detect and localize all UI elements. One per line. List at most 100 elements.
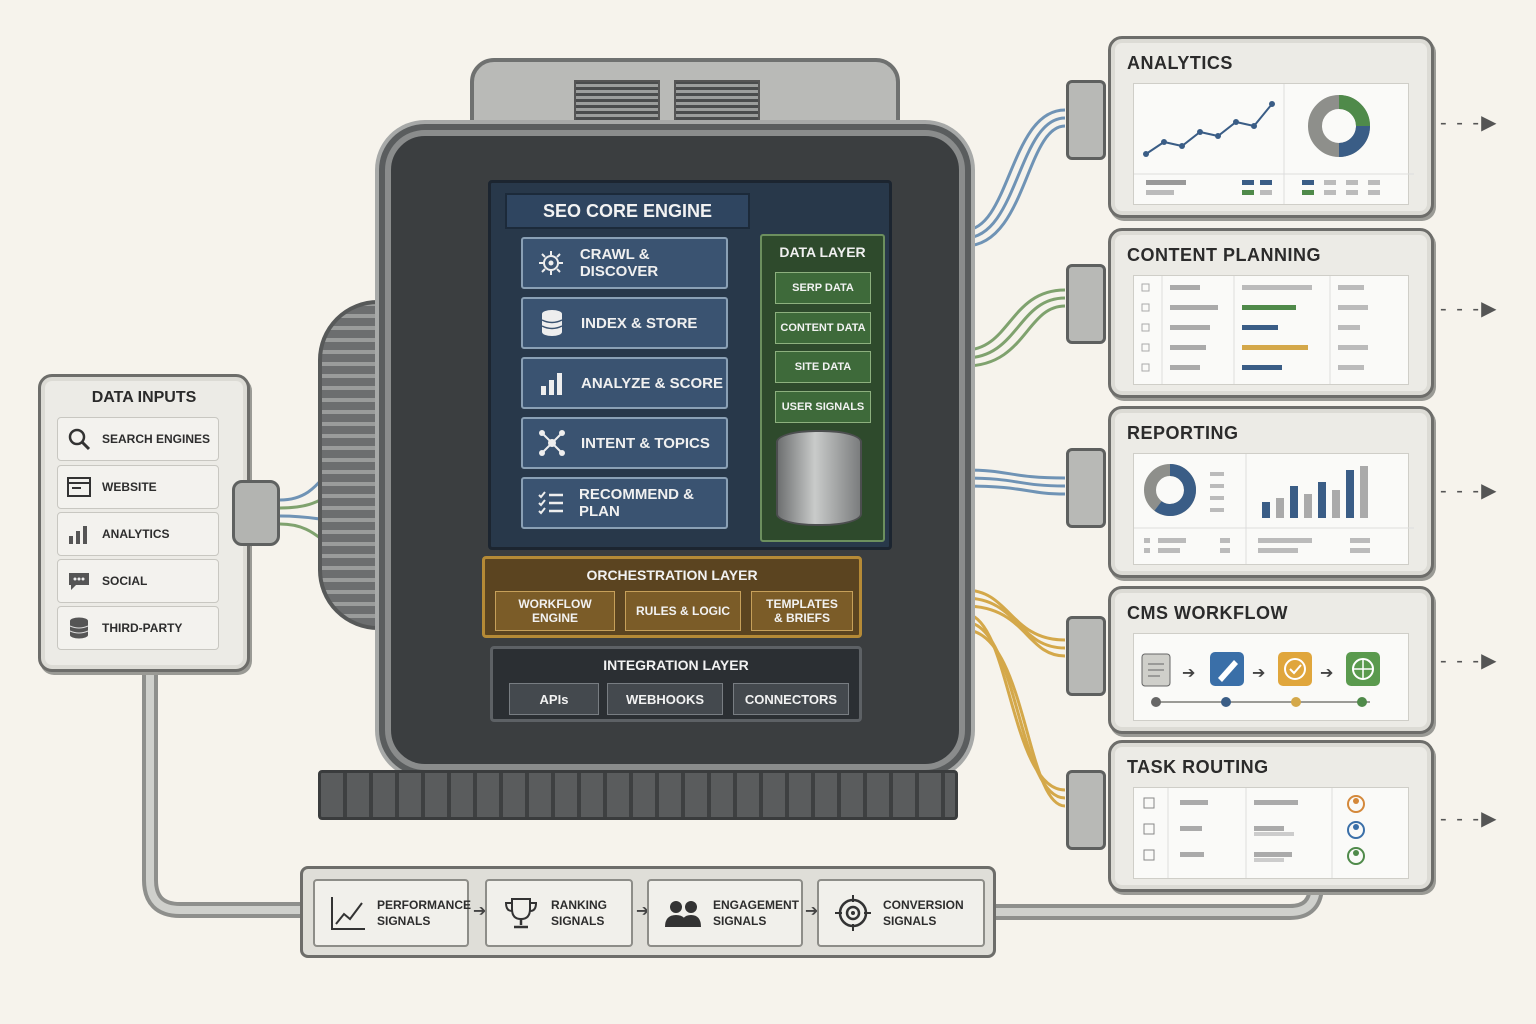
cms-workflow-connector — [1066, 616, 1106, 696]
card-title: CONTENT PLANNING — [1127, 245, 1321, 265]
bar-chart-icon — [66, 521, 92, 547]
step-crawl-discover[interactable]: CRAWL & DISCOVER — [521, 237, 728, 289]
card-title: TASK ROUTING — [1127, 757, 1269, 777]
webhooks-button[interactable]: WEBHOOKS — [607, 683, 723, 715]
svg-text:➔: ➔ — [1182, 665, 1195, 682]
input-label: ANALYTICS — [102, 527, 170, 541]
database-icon — [66, 615, 92, 641]
content-planning-table — [1133, 275, 1409, 385]
input-third-party[interactable]: THIRD-PARTY — [57, 606, 219, 650]
data-content[interactable]: CONTENT DATA — [775, 312, 871, 344]
network-nodes-icon — [537, 428, 567, 458]
cms-workflow-diagram: ➔ ➔ ➔ — [1133, 633, 1409, 721]
signal-label: ENGAGEMENT SIGNALS — [713, 898, 800, 928]
data-user-signals[interactable]: USER SIGNALS — [775, 391, 871, 423]
performance-signals[interactable]: PERFORMANCE SIGNALS — [313, 879, 472, 947]
content-planning-card[interactable]: CONTENT PLANNING — [1108, 228, 1434, 398]
data-site[interactable]: SITE DATA — [775, 351, 871, 383]
input-social[interactable]: SOCIAL — [57, 559, 219, 603]
connectors-button[interactable]: CONNECTORS — [733, 683, 849, 715]
templates-briefs-button[interactable]: TEMPLATES & BRIEFS — [751, 591, 853, 631]
checklist-icon — [537, 488, 565, 518]
analytics-output-arrow: - - -▶ — [1440, 112, 1499, 134]
flow-arrow: ➔ — [805, 903, 819, 920]
signal-label: PERFORMANCE SIGNALS — [377, 898, 472, 928]
line-chart-icon — [329, 893, 367, 933]
trophy-icon — [501, 893, 541, 933]
input-label: SOCIAL — [102, 574, 148, 588]
reporting-dashboard — [1133, 453, 1414, 565]
input-label: THIRD-PARTY — [102, 621, 183, 635]
step-label: INTENT & TOPICS — [581, 434, 710, 452]
reporting-connector — [1066, 448, 1106, 528]
input-label: WEBSITE — [102, 480, 157, 494]
task-routing-card[interactable]: TASK ROUTING — [1108, 740, 1434, 892]
browser-window-icon — [66, 474, 92, 500]
output-pipes — [964, 108, 1066, 808]
svg-text:➔: ➔ — [1252, 665, 1265, 682]
input-connector — [232, 480, 280, 546]
target-icon — [833, 893, 873, 933]
users-icon — [663, 893, 703, 933]
engagement-signals[interactable]: ENGAGEMENT SIGNALS — [647, 879, 803, 947]
task-routing-connector — [1066, 770, 1106, 850]
content-planning-connector — [1066, 264, 1106, 344]
orchestration-layer-panel: ORCHESTRATION LAYER WORKFLOW ENGINE RULE… — [482, 556, 862, 638]
machine-vent — [574, 80, 660, 128]
data-layer-title: DATA LAYER — [779, 244, 866, 260]
input-search-engines[interactable]: SEARCH ENGINES — [57, 417, 219, 461]
step-recommend-plan[interactable]: RECOMMEND & PLAN — [521, 477, 728, 529]
cms-workflow-output-arrow: - - -▶ — [1440, 650, 1499, 672]
svg-text:➔: ➔ — [1320, 665, 1333, 682]
card-title: CMS WORKFLOW — [1127, 603, 1288, 623]
input-label: SEARCH ENGINES — [102, 432, 211, 446]
machine-base — [318, 770, 958, 820]
data-inputs-title: DATA INPUTS — [91, 389, 197, 406]
input-analytics[interactable]: ANALYTICS — [57, 512, 219, 556]
apis-button[interactable]: APIs — [509, 683, 599, 715]
data-serp[interactable]: SERP DATA — [775, 272, 871, 304]
machine-vent — [674, 80, 760, 128]
crawler-icon — [537, 248, 566, 278]
database-icon — [537, 308, 567, 338]
analytics-dashboard — [1133, 83, 1414, 205]
cms-workflow-card[interactable]: CMS WORKFLOW ➔ ➔ ➔ — [1108, 586, 1434, 734]
analytics-connector — [1066, 80, 1106, 160]
input-website[interactable]: WEBSITE — [57, 465, 219, 509]
feedback-signals-bar: PERFORMANCE SIGNALS ➔ RANKING SIGNALS ➔ … — [300, 866, 996, 958]
step-intent-topics[interactable]: INTENT & TOPICS — [521, 417, 728, 469]
ranking-signals[interactable]: RANKING SIGNALS — [485, 879, 633, 947]
integration-layer-panel: INTEGRATION LAYER APIs WEBHOOKS CONNECTO… — [490, 646, 862, 722]
step-label: CRAWL & DISCOVER — [579, 246, 659, 280]
bar-chart-icon — [537, 368, 567, 398]
task-routing-list — [1133, 787, 1409, 879]
content-planning-output-arrow: - - -▶ — [1440, 298, 1499, 320]
flow-arrow: ➔ — [473, 903, 487, 920]
reporting-card[interactable]: REPORTING — [1108, 406, 1434, 578]
data-inputs-panel: DATA INPUTS SEARCH ENGINES WEBSITE ANALY… — [38, 374, 250, 672]
rules-logic-button[interactable]: RULES & LOGIC — [625, 591, 741, 631]
workflow-engine-button[interactable]: WORKFLOW ENGINE — [495, 591, 615, 631]
core-title: SEO CORE ENGINE — [505, 193, 750, 229]
step-label: RECOMMEND & PLAN — [579, 486, 694, 520]
step-label: ANALYZE & SCORE — [581, 374, 723, 392]
integration-title: INTEGRATION LAYER — [603, 657, 749, 673]
analytics-line-chart — [1134, 84, 1414, 204]
conversion-signals[interactable]: CONVERSION SIGNALS — [817, 879, 985, 947]
data-storage-cylinder — [776, 430, 862, 526]
step-label: INDEX & STORE — [581, 314, 698, 332]
task-routing-output-arrow: - - -▶ — [1440, 808, 1499, 830]
orchestration-title: ORCHESTRATION LAYER — [586, 567, 758, 583]
signal-label: CONVERSION SIGNALS — [883, 898, 964, 928]
reporting-output-arrow: - - -▶ — [1440, 480, 1499, 502]
signal-label: RANKING SIGNALS — [551, 898, 607, 928]
step-analyze-score[interactable]: ANALYZE & SCORE — [521, 357, 728, 409]
chat-bubble-icon — [66, 568, 92, 594]
card-title: REPORTING — [1127, 423, 1239, 443]
card-title: ANALYTICS — [1127, 53, 1233, 73]
flow-arrow: ➔ — [636, 903, 650, 920]
search-icon — [66, 426, 92, 452]
step-index-store[interactable]: INDEX & STORE — [521, 297, 728, 349]
analytics-card[interactable]: ANALYTICS — [1108, 36, 1434, 218]
